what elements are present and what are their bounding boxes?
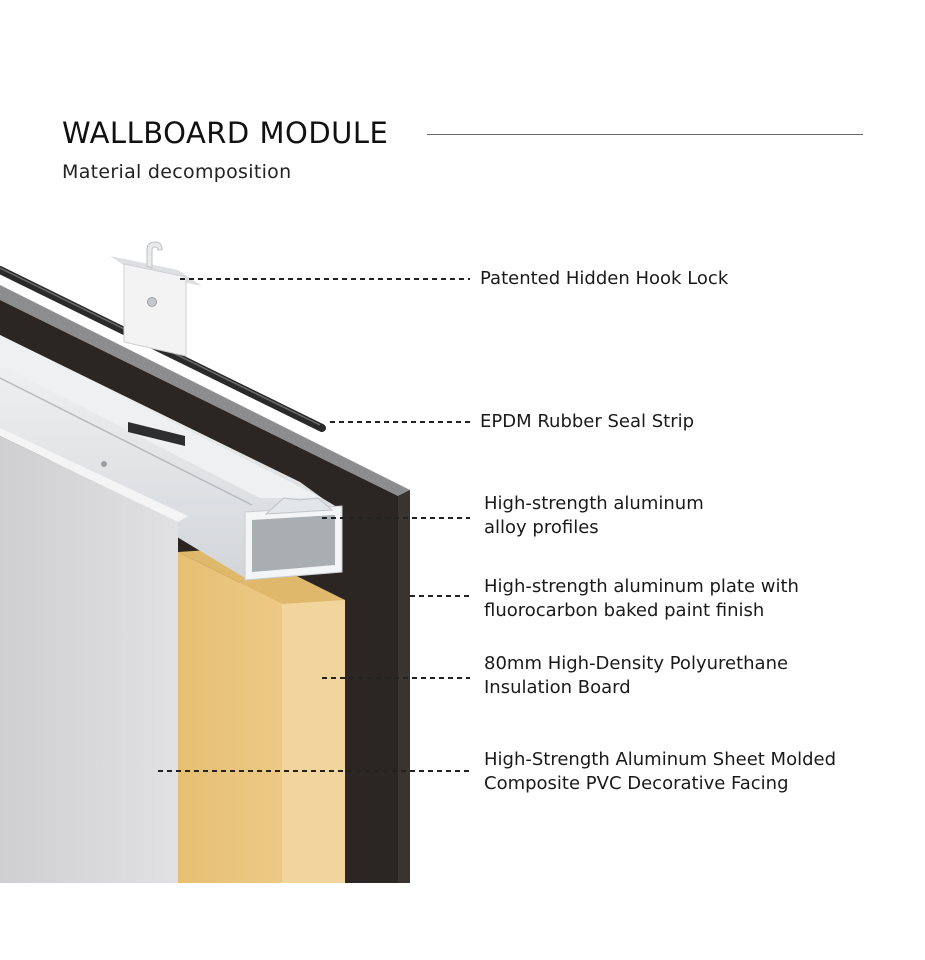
callout-insulation-board: 80mm High-Density Polyurethane Insulatio… [484,652,788,700]
callout-hook-lock: Patented Hidden Hook Lock [480,267,728,291]
profile-screw [101,461,107,467]
callout-insulation-line-2: Insulation Board [484,676,788,700]
callout-facing-line-2: Composite PVC Decorative Facing [484,772,836,796]
callout-facing-line-1: High-Strength Aluminum Sheet Molded [484,748,836,772]
callout-aluminum-plate: High-strength aluminum plate with fluoro… [484,575,799,623]
hook-tab [147,242,162,268]
hook-plate-front [124,264,186,356]
callout-aluminum-profiles: High-strength aluminum alloy profiles [484,492,704,540]
callout-plate-line-1: High-strength aluminum plate with [484,575,799,599]
callout-profile-line-1: High-strength aluminum [484,492,704,516]
dark-plate-side [398,490,410,883]
callout-seal-strip: EPDM Rubber Seal Strip [480,410,694,434]
hook-bolt [148,298,157,307]
profile-end-hollow [252,515,335,572]
callout-profile-line-2: alloy profiles [484,516,704,540]
callout-hook-line-1: Patented Hidden Hook Lock [480,267,728,291]
callout-plate-line-2: fluorocarbon baked paint finish [484,599,799,623]
callout-seal-line-1: EPDM Rubber Seal Strip [480,410,694,434]
insulation-front [178,552,282,883]
callout-insulation-line-1: 80mm High-Density Polyurethane [484,652,788,676]
callout-pvc-facing: High-Strength Aluminum Sheet Molded Comp… [484,748,836,796]
hidden-hook-lock [110,242,202,356]
insulation-board [178,548,345,883]
